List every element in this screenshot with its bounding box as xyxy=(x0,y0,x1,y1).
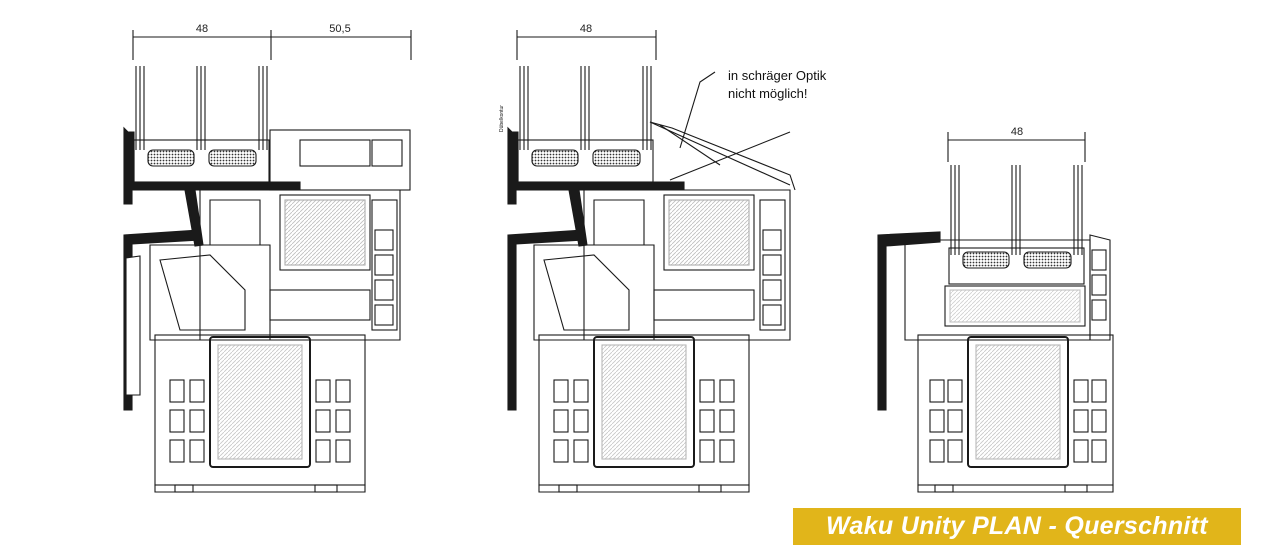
glass-panes-left xyxy=(135,66,268,150)
spacer-left-1 xyxy=(147,149,195,167)
dimension-line-left xyxy=(132,30,412,60)
dimension-line-middle xyxy=(516,30,657,60)
annotation-line-1: in schräger Optik xyxy=(728,68,827,83)
glass-panes-middle xyxy=(519,66,652,150)
annotation-line-2: nicht möglich! xyxy=(728,86,807,101)
profile-drawing-left: 48 50,5 xyxy=(123,23,412,493)
spacer-middle-2 xyxy=(592,149,641,167)
dimension-label-48-middle: 48 xyxy=(580,23,592,35)
spacer-left-2 xyxy=(208,149,257,167)
dimension-label-50-5: 50,5 xyxy=(329,23,350,35)
stamp-label: Dübelkontur xyxy=(499,105,505,132)
title-banner: Waku Unity PLAN - Querschnitt xyxy=(793,508,1241,545)
spacer-right-1 xyxy=(962,251,1010,269)
profile-drawing-right: 48 xyxy=(877,126,1114,493)
dimension-label-48-left: 48 xyxy=(196,23,208,35)
annotation-leader-lines xyxy=(649,71,796,191)
dimension-label-48-right: 48 xyxy=(1011,126,1023,138)
banner-title: Waku Unity PLAN - Querschnitt xyxy=(826,512,1208,540)
glass-panes-right xyxy=(950,165,1083,255)
spacer-right-2 xyxy=(1023,251,1072,269)
spacer-middle-1 xyxy=(531,149,579,167)
profile-drawing-middle: 48 in schräger Optik nicht möglich! Dübe… xyxy=(499,23,827,493)
dimension-line-right xyxy=(947,132,1086,162)
